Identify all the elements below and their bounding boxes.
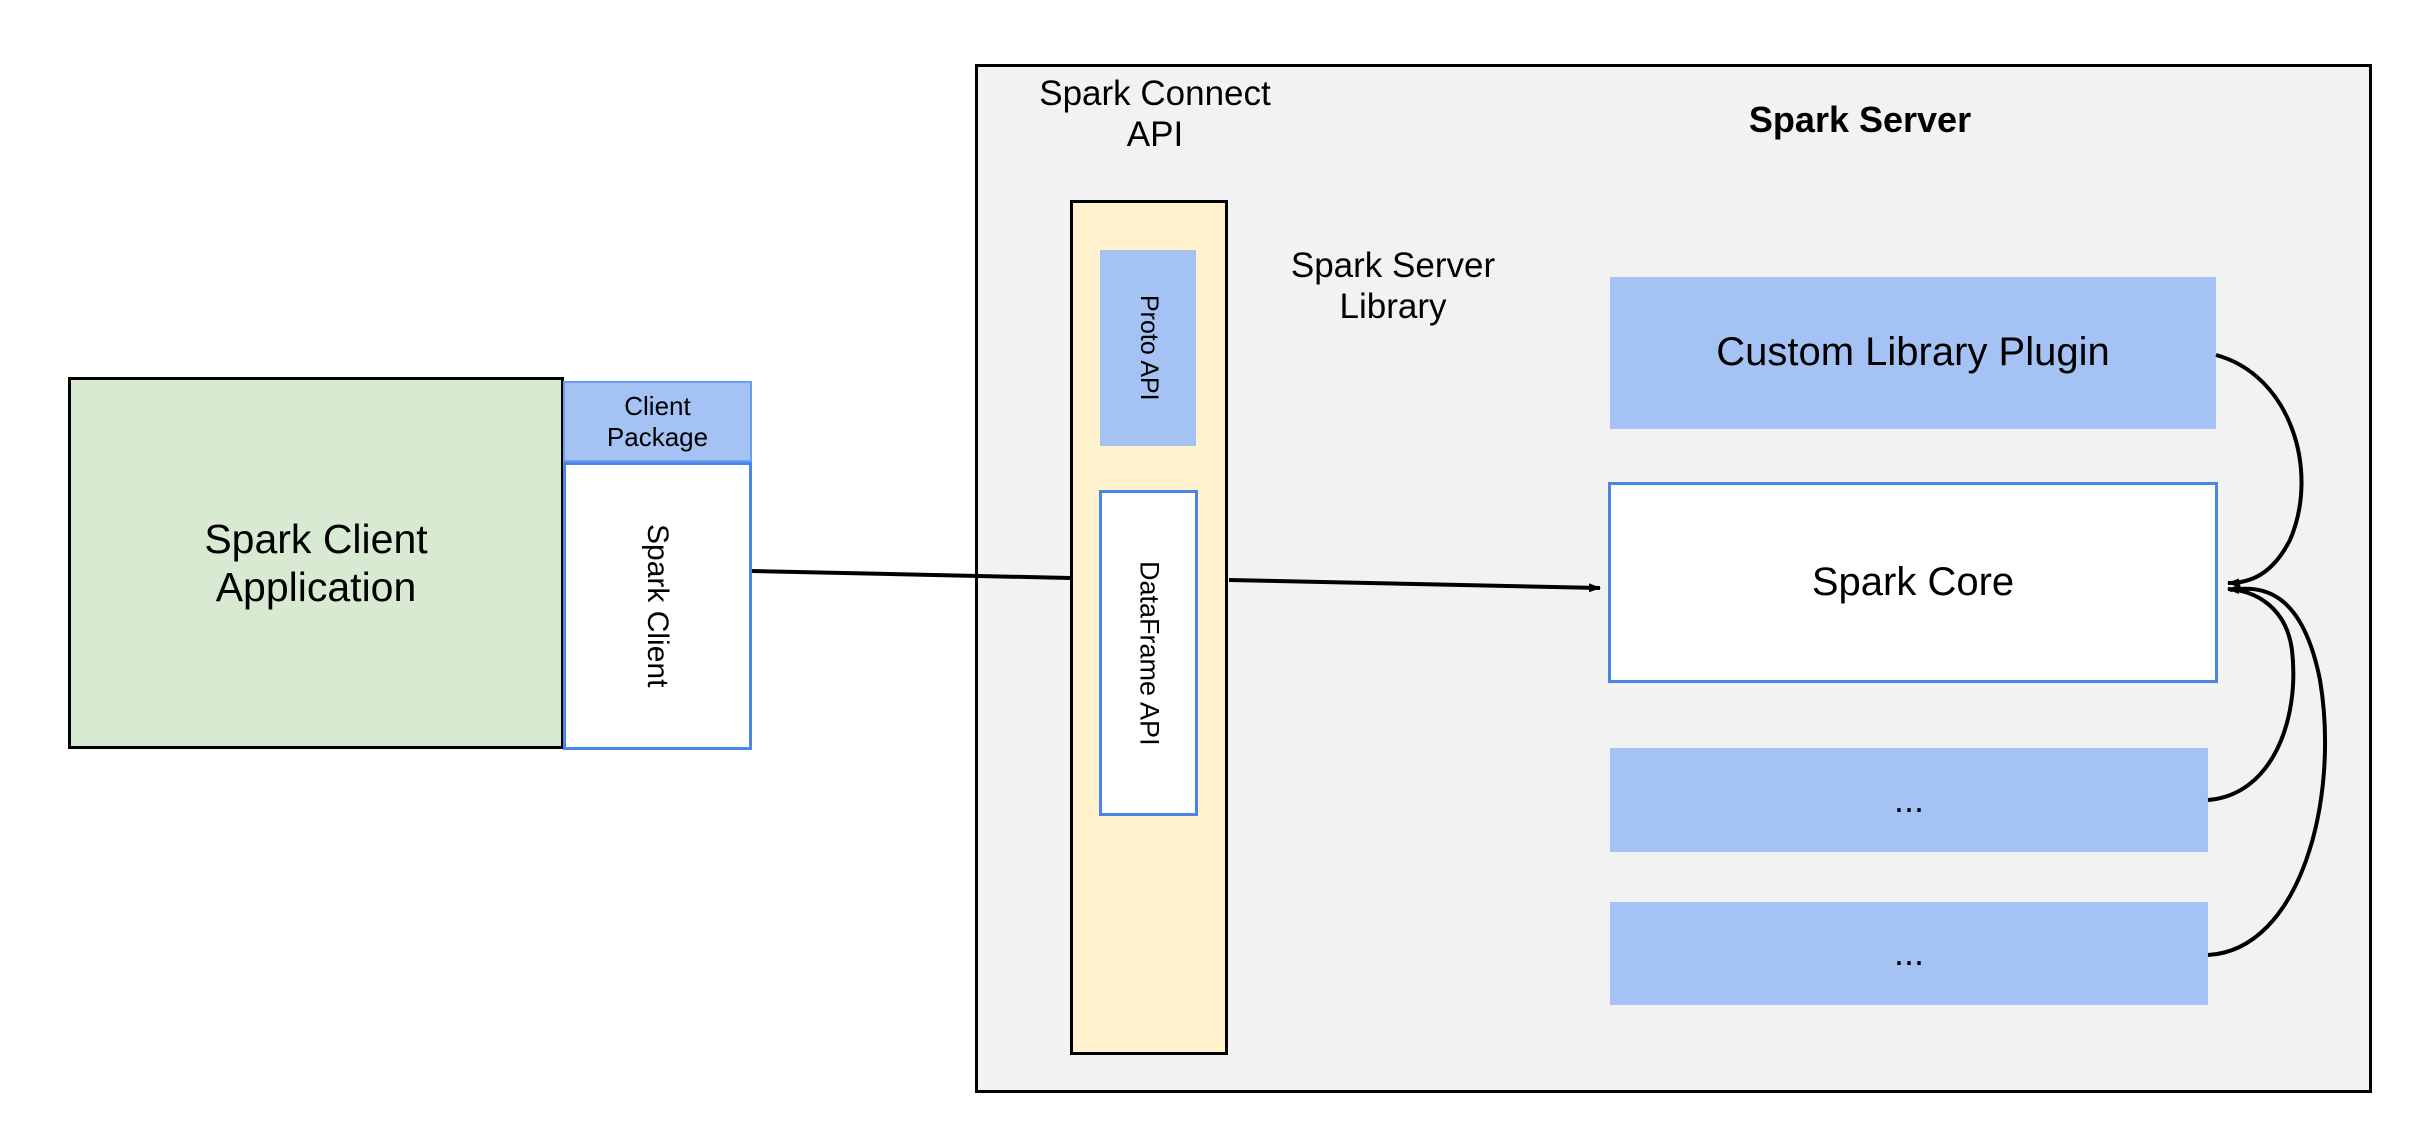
proto-api-box: Proto API	[1100, 250, 1196, 446]
proto-api-label: Proto API	[1134, 295, 1163, 401]
spark-client-label: Spark Client	[641, 524, 675, 688]
ellipsis-box-1: ...	[1610, 748, 2208, 852]
dataframe-api-box: DataFrame API	[1099, 490, 1198, 816]
ellipsis-box-2: ...	[1610, 902, 2208, 1005]
spark-server-title: Spark Server	[1748, 98, 1972, 140]
spark-core-box: Spark Core	[1608, 482, 2218, 683]
dataframe-api-label: DataFrame API	[1134, 560, 1165, 746]
spark-client-box: Spark Client	[563, 462, 752, 750]
custom-library-plugin-box: Custom Library Plugin	[1610, 277, 2216, 429]
